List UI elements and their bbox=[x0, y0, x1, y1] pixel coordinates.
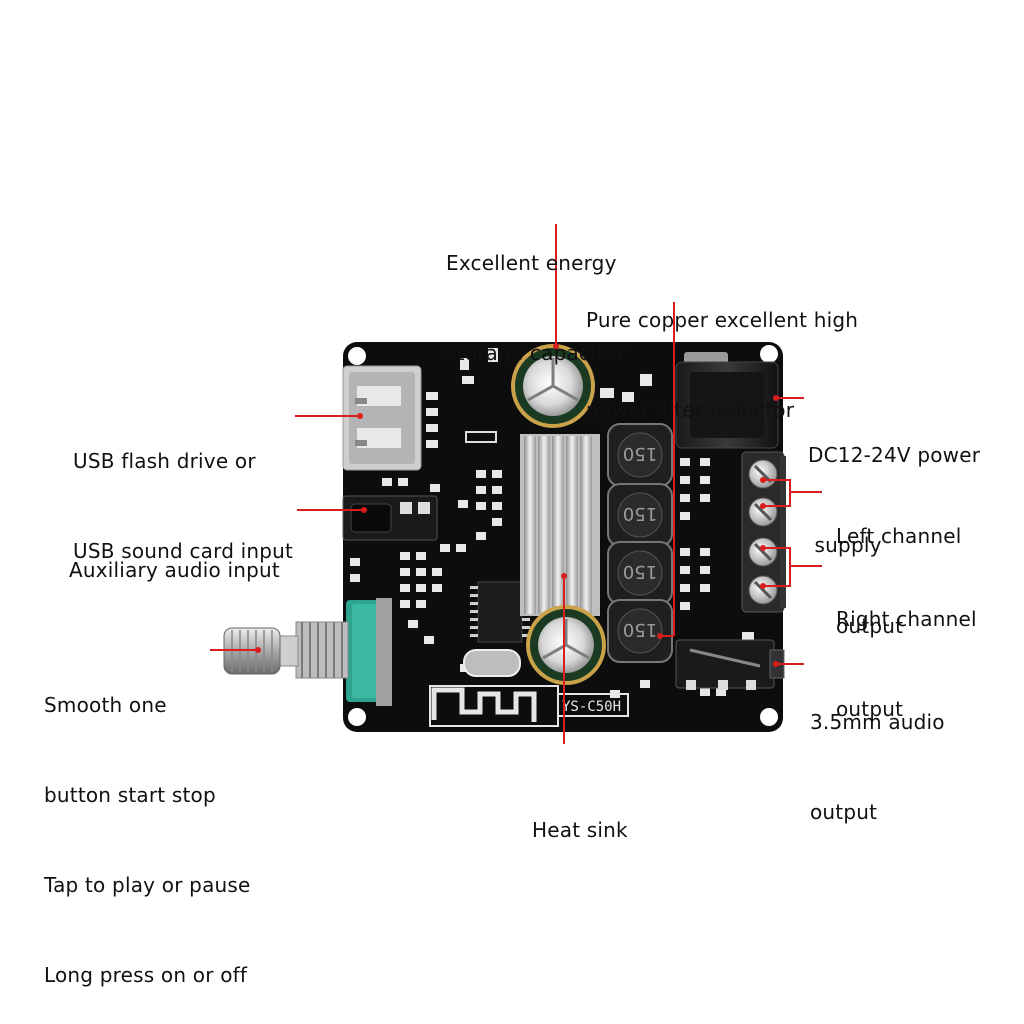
antenna-trace bbox=[431, 687, 537, 722]
callout-line: Tap to play or pause bbox=[44, 873, 251, 897]
aux-input-jack bbox=[342, 495, 438, 541]
inductor-marking: 150 bbox=[623, 503, 657, 524]
dc-power-jack bbox=[675, 352, 779, 449]
filter-inductors: 150 150 150 150 bbox=[607, 423, 673, 663]
callout-line: button start stop bbox=[44, 783, 216, 807]
model-silkscreen: YS-C50H bbox=[562, 699, 621, 715]
inductor-marking: 150 bbox=[623, 561, 657, 582]
mounting-hole bbox=[348, 708, 366, 726]
energy-storage-capacitor bbox=[511, 344, 595, 428]
callout-line: storage capacitor bbox=[446, 341, 625, 365]
volume-knob bbox=[223, 598, 392, 706]
filter-capacitor-bottom bbox=[526, 605, 606, 685]
callout-line: Right channel bbox=[836, 607, 977, 631]
callout-line: Long press on or off bbox=[44, 963, 248, 987]
inductor-marking: 150 bbox=[623, 619, 657, 640]
usb-port bbox=[342, 365, 422, 471]
callout-line: 3.5mm audio bbox=[810, 710, 945, 734]
callout-right-channel: Right channel output bbox=[836, 544, 977, 754]
callout-line: USB flash drive or bbox=[73, 449, 256, 473]
callout-line: Excellent energy bbox=[446, 251, 617, 275]
callout-line: Heat sink bbox=[532, 818, 628, 842]
callout-aux: Auxiliary audio input bbox=[69, 495, 280, 615]
callout-line: output bbox=[836, 697, 904, 721]
callout-left-channel: Left channel output bbox=[836, 461, 962, 671]
callout-line: power filter inductor bbox=[586, 398, 795, 422]
callout-line: output bbox=[836, 614, 904, 638]
callout-knob: Smooth one button start stop Tap to play… bbox=[44, 630, 251, 1020]
callout-heat-sink: Heat sink bbox=[532, 755, 628, 875]
inductor-marking: 150 bbox=[623, 443, 657, 464]
crystal-oscillator bbox=[463, 649, 521, 677]
smd-components bbox=[350, 348, 754, 698]
callout-line: Pure copper excellent high bbox=[586, 308, 859, 332]
mounting-hole bbox=[760, 345, 778, 363]
callout-pointers bbox=[210, 224, 822, 744]
callout-line: output bbox=[810, 800, 878, 824]
callout-line: USB sound card input bbox=[73, 539, 294, 563]
callout-power: DC12-24V power supply bbox=[808, 380, 980, 590]
mounting-hole bbox=[348, 347, 366, 365]
callout-line: Smooth one bbox=[44, 693, 167, 717]
callout-inductor: Pure copper excellent high power filter … bbox=[586, 245, 858, 455]
callout-audio-output: 3.5mm audio output bbox=[810, 647, 945, 857]
audio-output-jack bbox=[675, 639, 785, 690]
callout-line: Left channel bbox=[836, 524, 962, 548]
callout-capacitor: Excellent energy storage capacitor bbox=[446, 188, 625, 398]
callout-line: DC12-24V power bbox=[808, 443, 981, 467]
callout-line: supply bbox=[808, 533, 882, 557]
callout-line: Auxiliary audio input bbox=[69, 558, 280, 582]
callout-usb: USB flash drive or USB sound card input bbox=[73, 386, 293, 596]
mounting-hole bbox=[760, 708, 778, 726]
heat-sink bbox=[520, 434, 600, 616]
